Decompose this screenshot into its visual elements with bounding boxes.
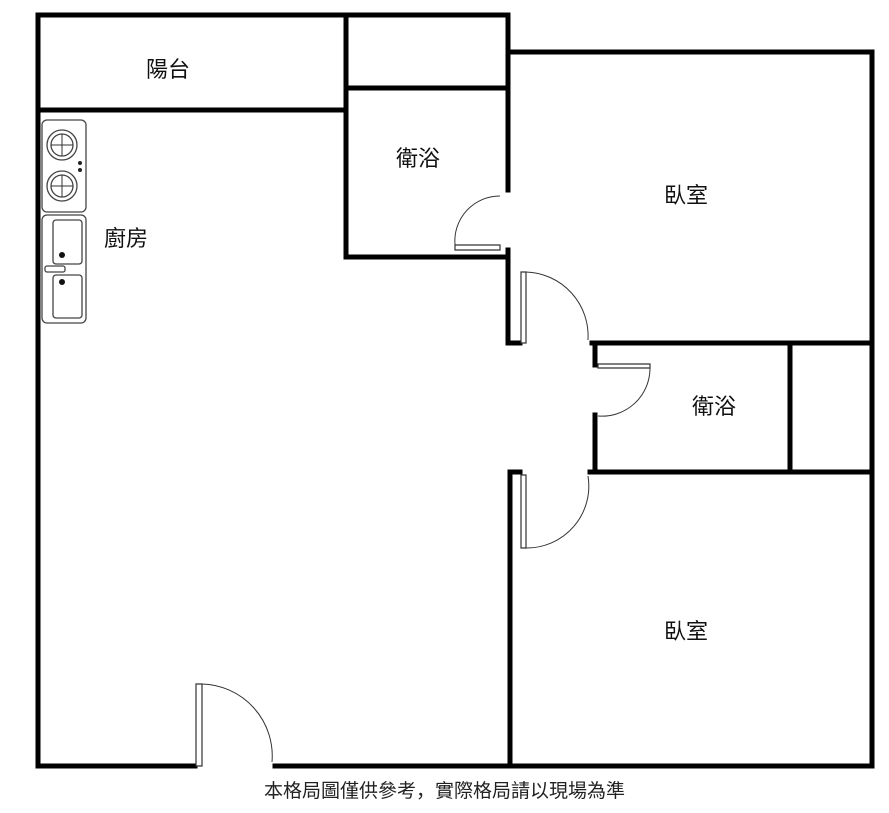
room-label-bathroom-1: 衛浴 [395,147,441,172]
walls [35,12,875,769]
room-label-bathroom-2: 衛浴 [691,395,737,420]
room-label-balcony: 陽台 [145,58,191,83]
doors [195,195,651,767]
room-label-bedroom-1: 臥室 [663,184,709,209]
kitchen-sink [41,214,87,324]
kitchen-stove [41,119,87,213]
disclaimer-text: 本格局圖僅供參考，實際格局請以現場為準 [263,780,625,802]
room-label-kitchen: 廚房 [103,227,149,252]
room-label-bedroom-2: 臥室 [663,620,709,645]
